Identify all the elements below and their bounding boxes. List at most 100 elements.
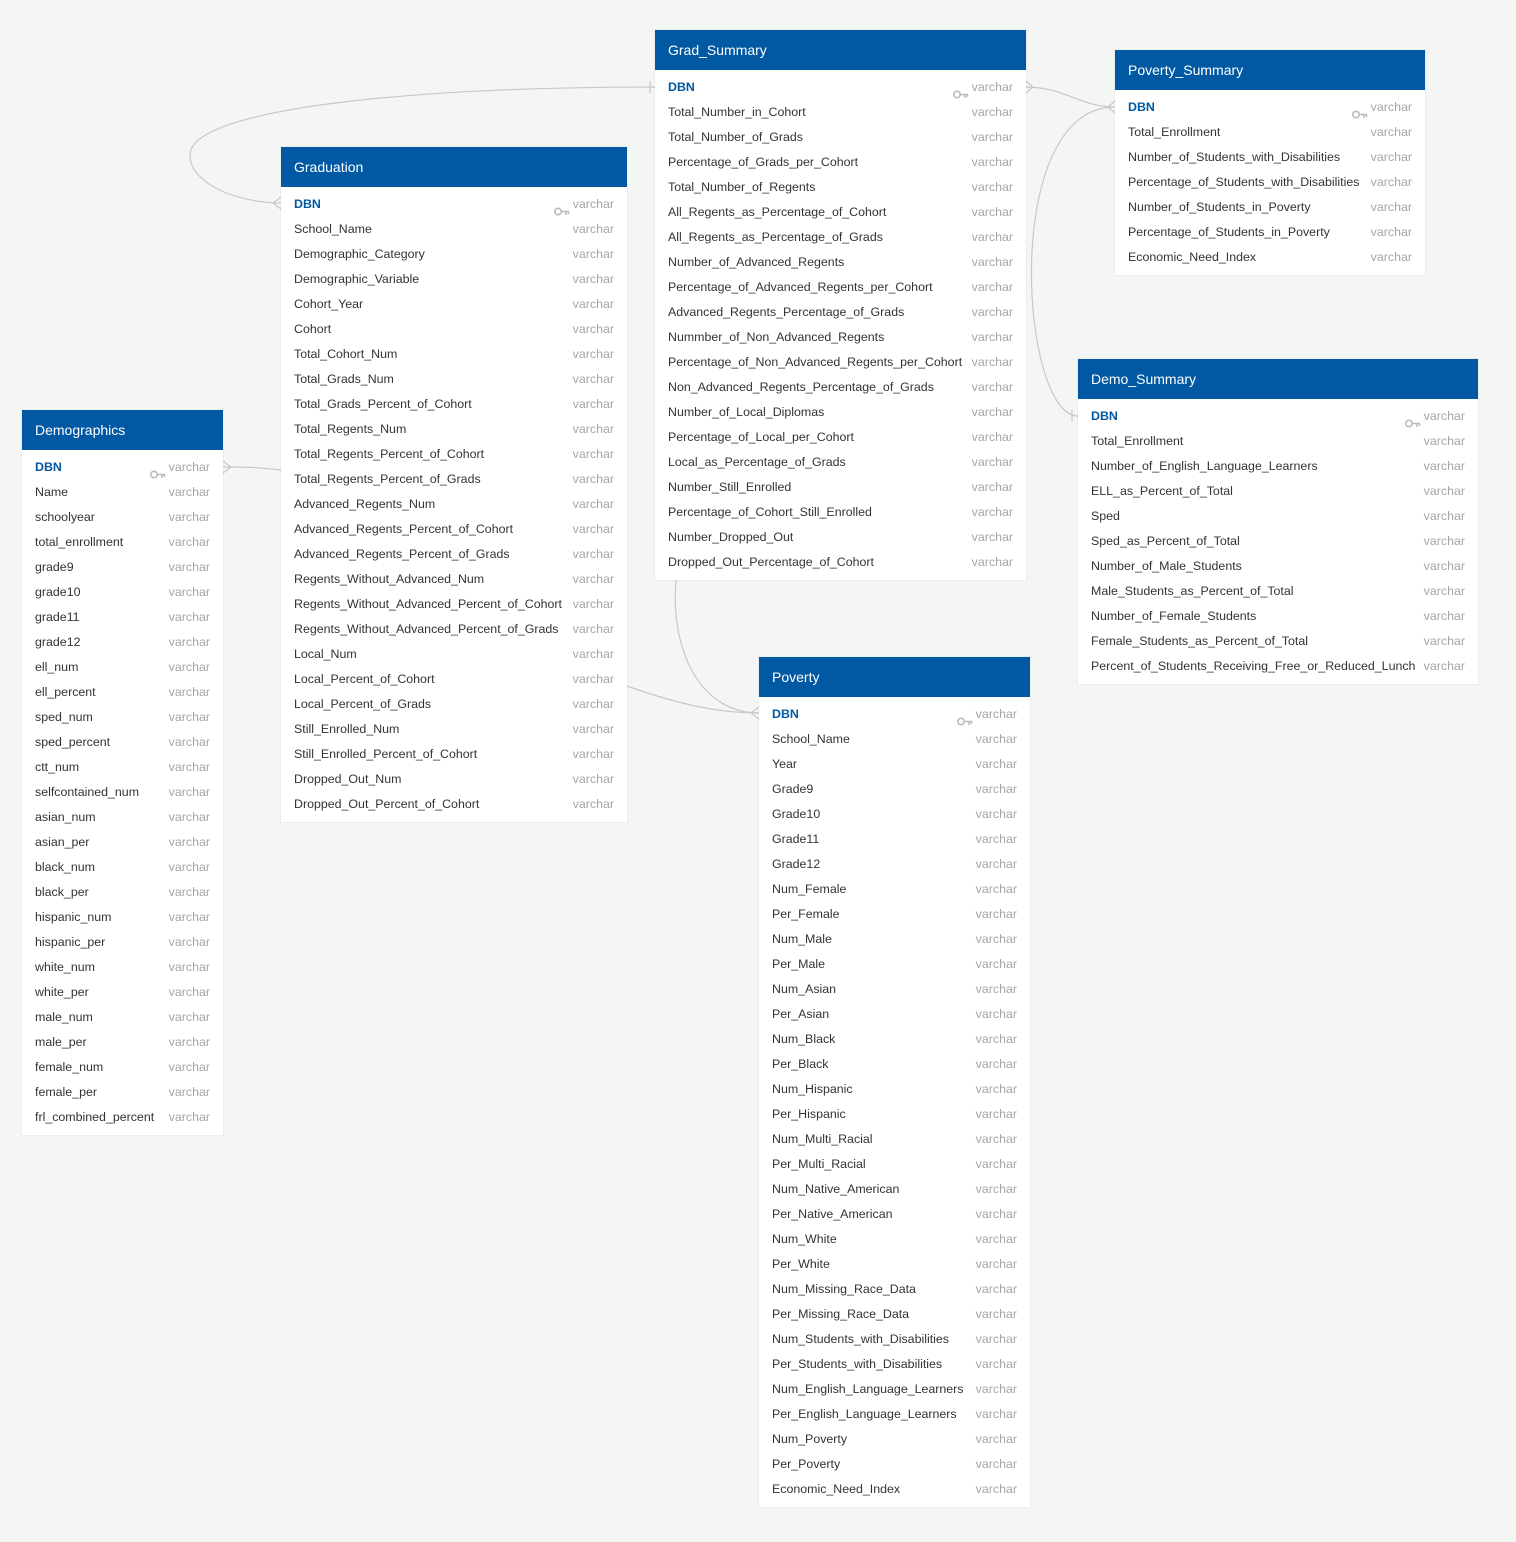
field-row[interactable]: Percentage_of_Non_Advanced_Regents_per_C… [655,350,1026,375]
link-graduation-poverty[interactable] [626,685,760,714]
link-gradsummary-povertysummary[interactable] [1025,86,1116,108]
field-row[interactable]: Percentage_of_Advanced_Regents_per_Cohor… [655,275,1026,300]
field-row[interactable]: Regents_Without_Advanced_Percent_of_Grad… [281,617,627,642]
field-row[interactable]: Non_Advanced_Regents_Percentage_of_Grads… [655,375,1026,400]
field-row[interactable]: Percent_of_Students_Receiving_Free_or_Re… [1078,654,1478,679]
table-header[interactable]: Demographics [22,410,223,450]
table-header[interactable]: Demo_Summary [1078,359,1478,399]
table-header[interactable]: Poverty_Summary [1115,50,1425,90]
table-header[interactable]: Graduation [281,147,627,187]
field-row[interactable]: Percentage_of_Students_with_Disabilities… [1115,170,1425,195]
